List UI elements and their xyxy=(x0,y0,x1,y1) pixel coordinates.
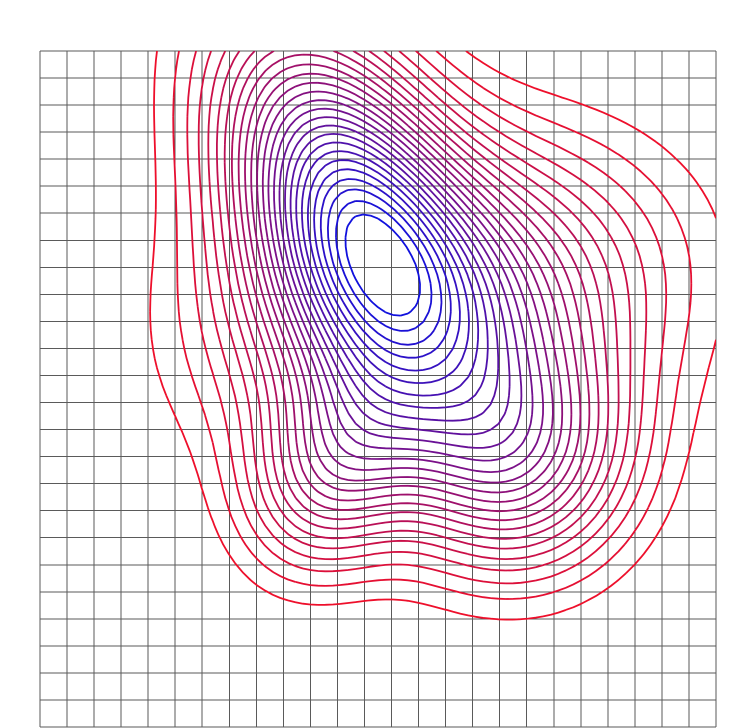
contour-line xyxy=(231,51,600,531)
contour-line xyxy=(313,168,461,372)
contour-line xyxy=(319,178,452,359)
contour-line xyxy=(207,51,632,560)
contour-line xyxy=(267,99,544,473)
contour-line xyxy=(149,51,716,621)
contour-lines xyxy=(149,51,716,621)
contour-line xyxy=(244,63,582,513)
contour-line xyxy=(186,51,668,585)
contour-line xyxy=(301,150,480,397)
contour-line xyxy=(273,107,534,462)
contour-line xyxy=(237,53,591,522)
contour-line xyxy=(197,51,648,572)
contour-line xyxy=(278,116,523,449)
contour-line xyxy=(223,51,610,540)
contour-line xyxy=(284,124,511,436)
contour-line xyxy=(250,72,573,503)
contour-line xyxy=(172,51,693,600)
contour-line xyxy=(261,90,554,484)
contour-line xyxy=(289,133,500,422)
contour-line xyxy=(344,213,421,317)
contour-line xyxy=(295,141,489,409)
contour-line xyxy=(216,51,620,550)
contour-line xyxy=(256,81,564,494)
contour-line xyxy=(335,200,433,332)
contour-line xyxy=(327,188,443,346)
contour-line xyxy=(307,159,470,384)
